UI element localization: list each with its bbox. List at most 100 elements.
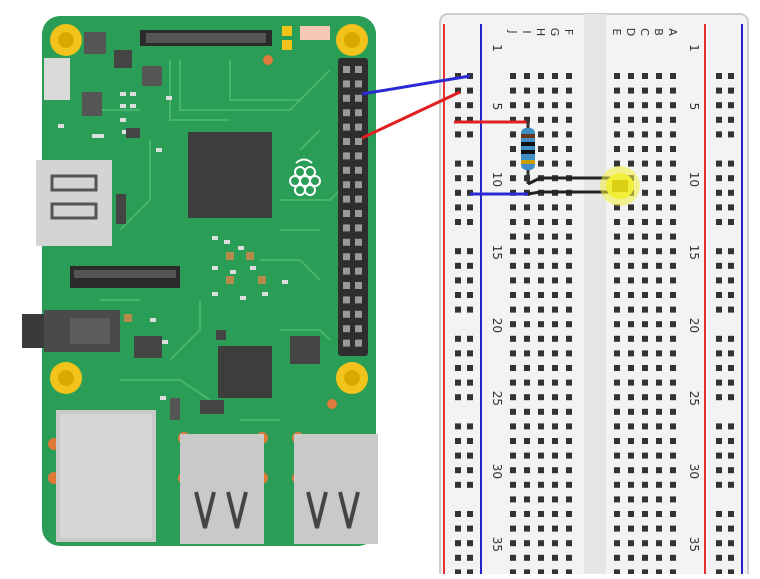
column-letter: C bbox=[638, 28, 651, 36]
row-number: 5 bbox=[687, 103, 701, 111]
breadboard-hole bbox=[614, 87, 620, 94]
gpio-pin bbox=[355, 80, 362, 88]
breadboard-hole bbox=[510, 335, 516, 342]
breadboard-hole bbox=[716, 335, 722, 342]
breadboard-hole bbox=[538, 496, 544, 503]
row-number: 10 bbox=[687, 172, 701, 187]
breadboard-hole bbox=[716, 102, 722, 109]
breadboard-hole bbox=[614, 569, 620, 576]
breadboard-hole bbox=[538, 204, 544, 211]
breadboard-hole bbox=[728, 219, 734, 225]
breadboard-hole bbox=[467, 175, 473, 182]
breadboard-hole bbox=[728, 394, 734, 401]
breadboard-hole bbox=[538, 233, 544, 240]
column-letter: G bbox=[548, 28, 561, 37]
breadboard-hole bbox=[628, 321, 634, 328]
breadboard-hole bbox=[524, 365, 530, 371]
breadboard-hole bbox=[566, 481, 572, 488]
breadboard-hole bbox=[510, 554, 516, 561]
breadboard-hole bbox=[716, 204, 722, 211]
breadboard-hole bbox=[614, 438, 620, 444]
breadboard-hole bbox=[538, 452, 544, 459]
breadboard-hole bbox=[467, 116, 473, 123]
breadboard-hole bbox=[538, 379, 544, 386]
breadboard-hole bbox=[614, 365, 620, 371]
breadboard-hole bbox=[614, 335, 620, 342]
breadboard-hole bbox=[642, 204, 648, 211]
breadboard-hole bbox=[728, 73, 734, 79]
breadboard-hole bbox=[552, 102, 558, 109]
breadboard-hole bbox=[467, 160, 473, 167]
breadboard-hole bbox=[552, 452, 558, 459]
breadboard-hole bbox=[628, 481, 634, 488]
breadboard-hole bbox=[716, 73, 722, 79]
gpio-pin bbox=[343, 181, 350, 189]
breadboard-hole bbox=[656, 452, 662, 459]
breadboard-hole bbox=[455, 73, 461, 79]
breadboard-hole bbox=[728, 438, 734, 444]
breadboard-hole bbox=[614, 160, 620, 167]
gpio-pin bbox=[355, 310, 362, 318]
breadboard-hole bbox=[670, 511, 676, 517]
breadboard-hole bbox=[455, 131, 461, 138]
breadboard-hole bbox=[510, 438, 516, 444]
breadboard-hole bbox=[524, 408, 530, 415]
status-led bbox=[300, 26, 330, 40]
breadboard-hole bbox=[716, 189, 722, 196]
breadboard-hole bbox=[728, 467, 734, 474]
breadboard-hole bbox=[455, 438, 461, 444]
breadboard-hole bbox=[510, 350, 516, 357]
jumper-wire-red bbox=[361, 90, 528, 140]
row-number: 35 bbox=[687, 537, 701, 552]
breadboard-hole bbox=[552, 525, 558, 532]
breadboard-hole bbox=[716, 175, 722, 182]
gpio-pin bbox=[355, 224, 362, 232]
gpio-pin bbox=[355, 166, 362, 174]
breadboard-hole bbox=[552, 116, 558, 123]
breadboard-hole bbox=[716, 292, 722, 298]
breadboard-hole bbox=[455, 394, 461, 401]
breadboard-hole bbox=[614, 379, 620, 386]
breadboard-hole bbox=[467, 219, 473, 225]
breadboard-hole bbox=[538, 116, 544, 123]
breadboard-hole bbox=[628, 277, 634, 284]
breadboard-hole bbox=[455, 569, 461, 576]
breadboard-hole bbox=[614, 525, 620, 532]
breadboard-hole bbox=[670, 131, 676, 138]
breadboard-hole bbox=[728, 511, 734, 517]
breadboard-hole bbox=[614, 248, 620, 255]
breadboard-hole bbox=[628, 116, 634, 123]
breadboard-hole bbox=[614, 306, 620, 313]
breadboard-hole bbox=[566, 496, 572, 503]
breadboard-hole bbox=[467, 350, 473, 357]
breadboard-hole bbox=[642, 350, 648, 357]
breadboard-hole bbox=[524, 73, 530, 79]
row-number: 1 bbox=[490, 44, 504, 52]
breadboard-hole bbox=[552, 160, 558, 167]
breadboard-hole bbox=[656, 204, 662, 211]
column-letter: B bbox=[652, 28, 665, 36]
breadboard-hole bbox=[642, 467, 648, 474]
breadboard-hole bbox=[642, 233, 648, 240]
column-letter: D bbox=[624, 28, 637, 36]
breadboard-hole bbox=[566, 277, 572, 284]
breadboard-hole bbox=[670, 116, 676, 123]
breadboard-hole bbox=[642, 175, 648, 182]
row-number: 30 bbox=[490, 464, 504, 479]
column-letter: I bbox=[520, 30, 533, 33]
gpio-pin bbox=[343, 166, 350, 174]
breadboard-hole bbox=[628, 102, 634, 109]
breadboard-hole bbox=[552, 292, 558, 298]
smd-components bbox=[58, 92, 318, 400]
gpio-pin bbox=[355, 66, 362, 73]
gpio-pin bbox=[355, 210, 362, 217]
breadboard-hole bbox=[670, 481, 676, 488]
usb-port-2 bbox=[294, 434, 378, 544]
raspberry-pi-board bbox=[22, 16, 378, 546]
breadboard-hole bbox=[455, 525, 461, 532]
breadboard-hole bbox=[538, 350, 544, 357]
breadboard-hole bbox=[510, 379, 516, 386]
breadboard-hole bbox=[728, 102, 734, 109]
